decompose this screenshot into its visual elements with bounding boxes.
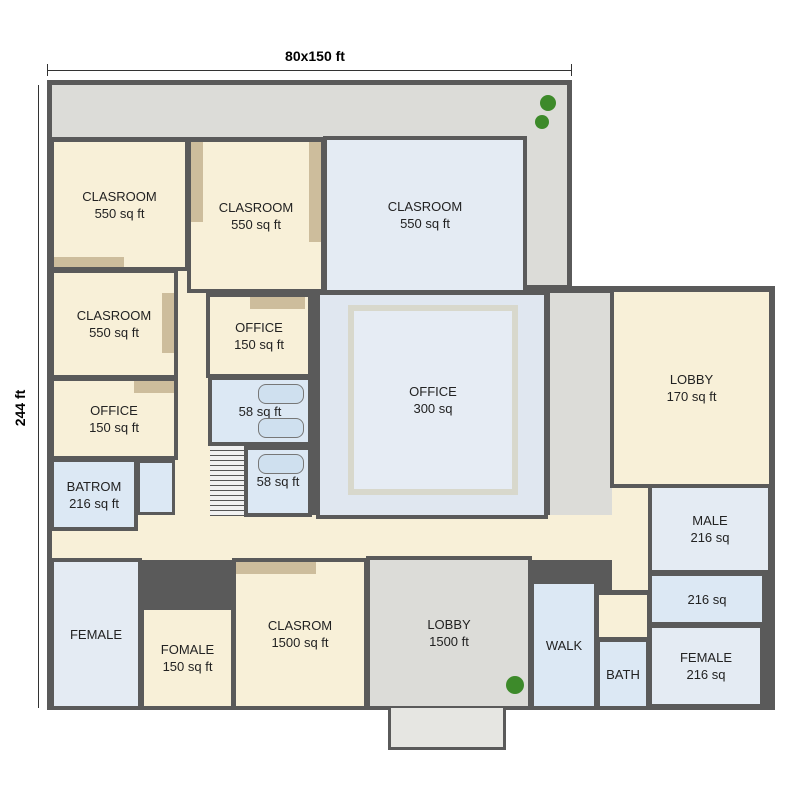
room-name: LOBBY (669, 372, 714, 387)
dimension-tick (571, 64, 572, 76)
height-dimension-label: 244 ft (12, 389, 28, 427)
female-restroom-west[interactable]: FEMALE (50, 558, 142, 710)
room-area: 216 sq (687, 591, 727, 607)
lobby-1500[interactable]: LOBBY 1500 ft (366, 556, 532, 710)
room-area: 300 sq (413, 401, 453, 416)
room-name: OFFICE (409, 384, 457, 399)
walk-in[interactable]: WALK (530, 580, 598, 710)
room-name: BATROM (66, 478, 122, 494)
room-name: CLASROM (267, 618, 333, 633)
classroom-1500[interactable]: CLASROM 1500 sq ft (232, 558, 368, 710)
room-area: 550 sq ft (94, 205, 145, 221)
dimension-tick (47, 64, 48, 76)
room-name: OFFICE (235, 319, 283, 335)
entrance-porch[interactable] (388, 708, 506, 750)
east-corridor (612, 480, 650, 590)
room-area: 550 sq ft (400, 216, 450, 231)
bath-hall (596, 592, 650, 640)
room-name: WALK (545, 637, 583, 653)
east-hall (550, 293, 612, 515)
room-name: CLASROOM (218, 199, 294, 215)
office-inner-area: OFFICE 300 sq (348, 305, 518, 495)
bath[interactable]: BATH (596, 638, 650, 710)
room-name: BATH (606, 666, 640, 682)
classroom-4[interactable]: CLASROOM 550 sq ft (50, 269, 178, 379)
lobby-170[interactable]: LOBBY 170 sq ft (610, 288, 773, 488)
width-dimension-label: 80x150 ft (285, 48, 345, 64)
office-300[interactable]: OFFICE 300 sq (316, 291, 548, 519)
room-area: 170 sq ft (666, 389, 717, 404)
north-corridor (52, 85, 567, 137)
room-name: LOBBY (427, 617, 471, 632)
room-area: 216 sq (686, 667, 726, 682)
restroom-58-south[interactable]: 58 sq ft (244, 446, 312, 517)
room-name: CLASROOM (82, 188, 157, 204)
room-area: 216 sq ft (69, 495, 119, 511)
toilet-stalls (137, 460, 175, 515)
plant-icon (540, 95, 556, 111)
room-area: 550 sq ft (231, 216, 281, 232)
room-area: 216 sq (690, 530, 730, 545)
stairs (210, 446, 244, 516)
restroom-58-north[interactable]: 58 sq ft (208, 376, 312, 446)
room-area: 150 sq ft (234, 336, 284, 352)
plant-icon (535, 115, 549, 129)
room-area: 150 sq ft (162, 659, 213, 674)
plant-icon (506, 676, 524, 694)
room-name: FOMALE (160, 642, 215, 657)
female-room-150[interactable]: FOMALE 150 sq ft (140, 606, 235, 710)
room-area: 58 sq ft (238, 403, 282, 419)
restroom-216[interactable]: 216 sq (648, 572, 766, 626)
height-dimension-line (38, 85, 39, 708)
room-name: FEMALE (69, 626, 122, 642)
room-name: CLASROOM (387, 199, 463, 214)
classroom-3[interactable]: CLASROOM 550 sq ft (323, 136, 527, 294)
room-area: 58 sq ft (256, 474, 300, 489)
room-name: FEMALE (679, 650, 732, 665)
west-corridor (175, 270, 210, 520)
room-area: 1500 ft (429, 634, 469, 649)
room-name: OFFICE (90, 402, 138, 418)
width-dimension-line (47, 70, 572, 71)
female-restroom-216-east[interactable]: FEMALE 216 sq (648, 624, 764, 708)
room-name: MALE (692, 513, 728, 528)
east-corridor-upper (525, 85, 567, 285)
main-corridor (52, 515, 648, 560)
room-area: 550 sq ft (89, 325, 139, 340)
male-restroom-216[interactable]: MALE 216 sq (648, 484, 772, 574)
room-area: 150 sq ft (89, 419, 139, 435)
room-name: CLASROOM (76, 308, 152, 323)
room-area: 1500 sq ft (271, 635, 329, 650)
